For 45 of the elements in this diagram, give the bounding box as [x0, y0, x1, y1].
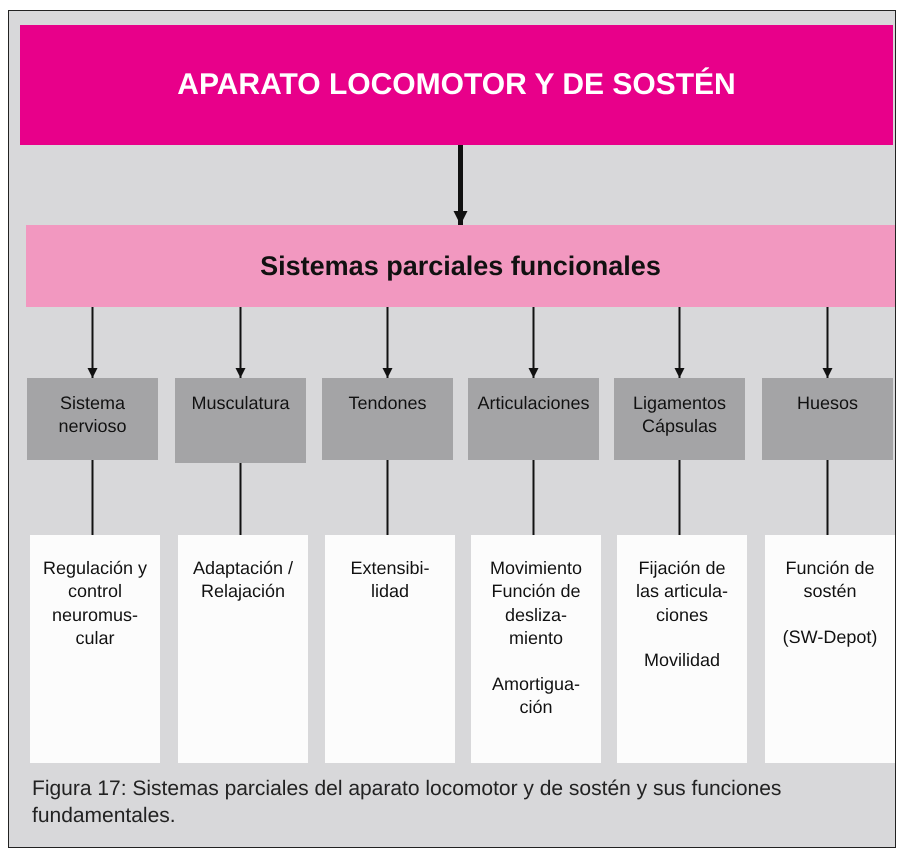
connector-line — [240, 463, 242, 535]
node-label: Sistema nervioso — [57, 392, 128, 438]
node-label: Articulaciones — [477, 392, 590, 415]
function-text: Movimiento Función de desliza- miento — [488, 557, 584, 650]
function-text: (SW-Depot) — [782, 626, 878, 649]
function-box — [178, 535, 308, 763]
main-title-box — [20, 25, 893, 145]
function-box — [617, 535, 747, 763]
subsystem-box — [27, 378, 158, 460]
node-label: Tendones — [348, 392, 427, 415]
function-box — [30, 535, 160, 763]
node-label: Huesos — [796, 392, 858, 415]
function-box — [325, 535, 455, 763]
connector-line — [678, 460, 680, 535]
connector-line — [92, 460, 94, 535]
function-text: Regulación y control neuromus- cular — [42, 557, 148, 650]
function-text: Adaptación / Relajación — [192, 557, 294, 604]
subsystem-box — [614, 378, 745, 460]
subsystem-box — [175, 378, 306, 463]
node-label: Ligamentos Cápsulas — [632, 392, 728, 438]
connector-line — [826, 460, 828, 535]
arrow — [822, 307, 832, 378]
arrow — [88, 307, 98, 378]
arrow — [674, 307, 684, 378]
function-text: Fijación de las articula- ciones — [634, 557, 730, 627]
arrow — [236, 307, 246, 378]
subsystem-box — [322, 378, 453, 460]
arrow — [528, 307, 538, 378]
subsystem-box — [468, 378, 599, 460]
subsystem-box — [762, 378, 893, 460]
connector-line — [532, 460, 534, 535]
node-label: Musculatura — [191, 392, 290, 415]
function-text: Extensibi- lidad — [349, 557, 431, 604]
node-label: Sistemas parciales funcionales — [260, 250, 661, 282]
function-text: Amortigua- ción — [490, 672, 582, 719]
node-label: APARATO LOCOMOTOR Y DE SOSTÉN — [177, 68, 736, 102]
function-box — [765, 535, 895, 763]
function-box — [471, 535, 601, 763]
function-text: Movilidad — [642, 649, 722, 672]
category-box — [26, 225, 895, 307]
arrow — [454, 145, 468, 225]
connector-line — [386, 460, 388, 535]
function-text: Función de sostén — [784, 557, 876, 604]
figure-caption: Figura 17: Sistemas parciales del aparato locomotor y de sostén y sus funciones fundamentales. — [32, 776, 782, 830]
arrow — [382, 307, 392, 378]
